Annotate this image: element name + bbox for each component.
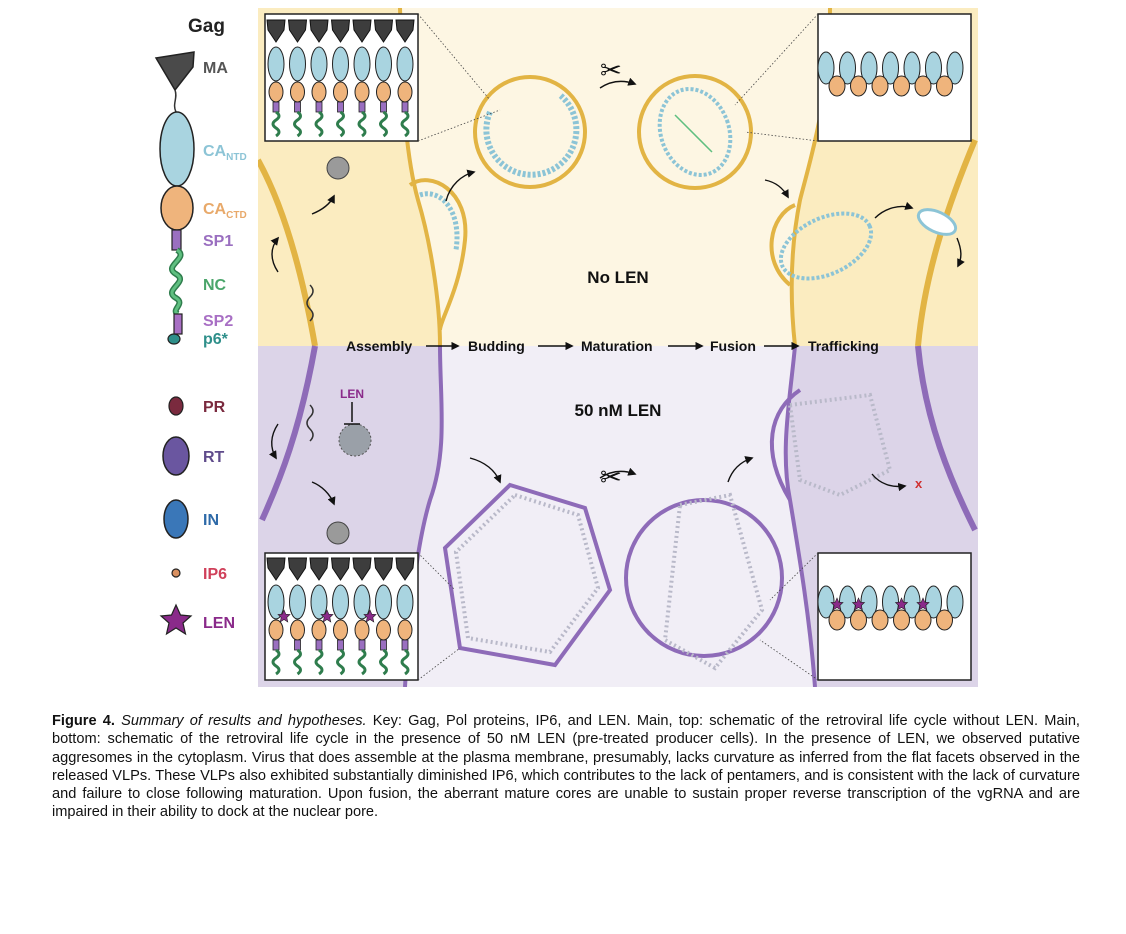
condition-bottom-label: 50 nM LEN xyxy=(575,401,662,420)
aggresome xyxy=(338,423,372,457)
inset-top-right xyxy=(734,13,972,142)
mature-vlp-top xyxy=(637,74,753,190)
key-title: Gag xyxy=(188,16,225,37)
p6-icon xyxy=(167,333,181,345)
key-sp1-label: SP1 xyxy=(203,233,233,250)
budding-vlp-top xyxy=(473,75,587,189)
key-ca-ctd-label: CACTD xyxy=(203,201,247,221)
key-ip6-label: IP6 xyxy=(203,566,227,583)
key-len-label: LEN xyxy=(203,615,235,632)
in-icon xyxy=(163,499,189,539)
inset-bottom-right xyxy=(759,552,972,681)
blocked-x: x xyxy=(915,476,923,491)
stage-fusion: Fusion xyxy=(710,338,756,354)
key-sp2-label: SP2 xyxy=(203,313,233,330)
gag-key: Gag MA CANTD CACTD SP1 NC SP2 p6* PR RT … xyxy=(154,16,247,636)
key-ma-label: MA xyxy=(203,60,228,77)
budding-vlp-bottom xyxy=(442,482,613,668)
ma-icon xyxy=(154,51,195,92)
key-ca-ntd-label: CANTD xyxy=(203,143,247,163)
stage-flow: Assembly Budding Maturation Fusion Traff… xyxy=(346,338,879,354)
key-pr-label: PR xyxy=(203,399,226,416)
key-p6-label: p6* xyxy=(203,331,229,348)
scissors-icon-top: ✂ xyxy=(600,55,622,85)
sp1-icon xyxy=(171,229,182,251)
len-drug-label: LEN xyxy=(340,387,364,401)
rt-icon xyxy=(162,436,190,476)
caption-body: Key: Gag, Pol proteins, IP6, and LEN. Ma… xyxy=(52,713,1080,821)
ip6-icon xyxy=(171,568,181,578)
key-in-label: IN xyxy=(203,512,219,529)
key-nc-label: NC xyxy=(203,277,227,294)
stage-trafficking: Trafficking xyxy=(808,338,879,354)
stage-assembly: Assembly xyxy=(346,338,412,354)
pr-icon xyxy=(168,396,184,416)
sp2-icon xyxy=(173,313,183,335)
caption-title: Summary of results and hypotheses. xyxy=(121,713,367,729)
scissors-icon-bottom: ✂ xyxy=(600,462,622,492)
inset-top-left xyxy=(264,13,501,142)
caption-label: Figure 4. xyxy=(52,713,115,729)
condition-top-label: No LEN xyxy=(587,268,648,287)
key-rt-label: RT xyxy=(203,449,225,466)
ca-ctd-icon xyxy=(160,185,194,231)
summary-figure: Gag MA CANTD CACTD SP1 NC SP2 p6* PR RT … xyxy=(154,8,978,687)
ca-ntd-icon xyxy=(159,111,195,187)
stage-budding: Budding xyxy=(468,338,525,354)
stage-maturation: Maturation xyxy=(581,338,653,354)
mature-vlp-bottom xyxy=(624,498,784,658)
inset-bottom-left xyxy=(264,552,461,681)
figure-caption: Figure 4. Summary of results and hypothe… xyxy=(52,712,1080,822)
len-star-icon xyxy=(159,603,193,636)
